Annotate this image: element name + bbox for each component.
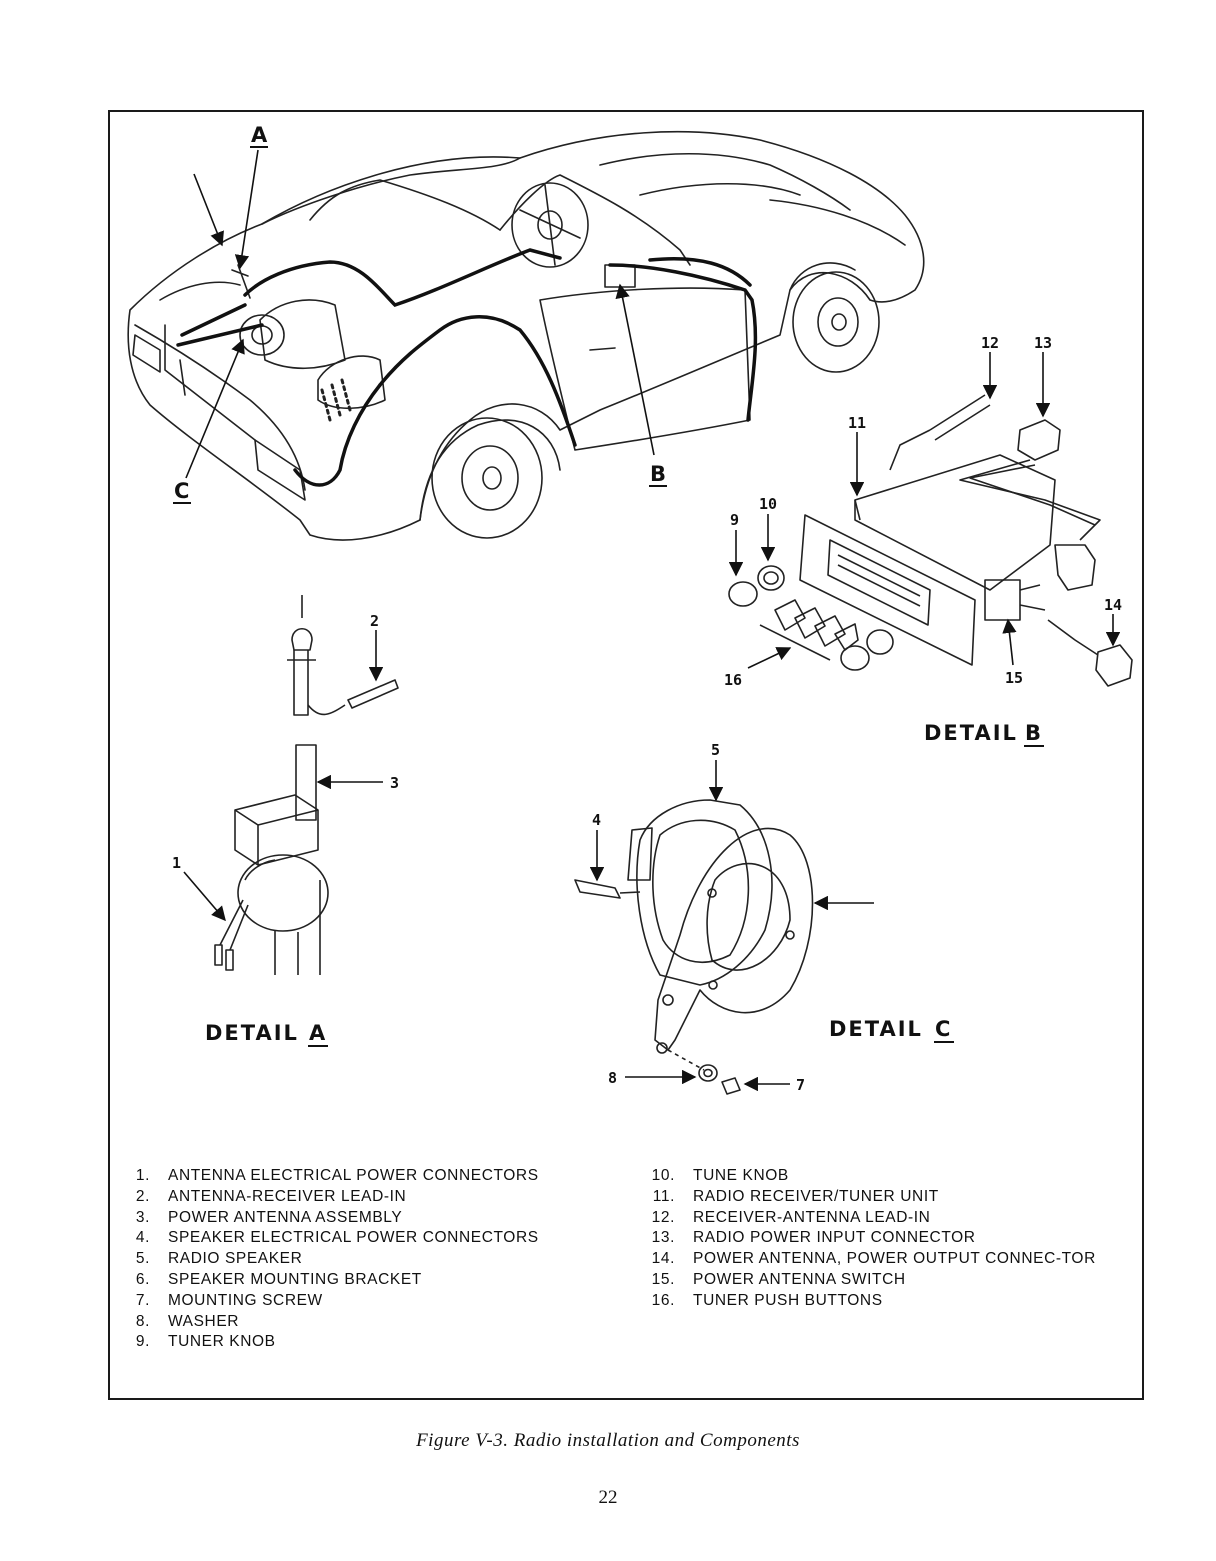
legend-item-text: ANTENNA-RECEIVER LEAD-IN — [168, 1187, 407, 1205]
legend-item-number: 8. — [135, 1312, 150, 1330]
detail-b-title: DETAIL — [924, 721, 1018, 745]
legend-item: 14. POWER ANTENNA, POWER OUTPUT CONNEC-TO… — [650, 1249, 1133, 1270]
legend-item: 12. RECEIVER-ANTENNA LEAD-IN — [650, 1208, 1133, 1229]
figure-frame — [108, 110, 1144, 1400]
wiring-harness — [176, 248, 758, 487]
legend-item-text: TUNER KNOB — [168, 1333, 276, 1351]
legend-item-number: 4. — [135, 1229, 150, 1247]
callout-16: 16 — [724, 671, 742, 689]
legend-item-number: 7. — [135, 1291, 150, 1309]
callout-letter-b: B — [650, 462, 666, 486]
legend-item-text: POWER ANTENNA SWITCH — [693, 1270, 906, 1288]
car-callouts — [185, 149, 655, 479]
legend-item-number: 1. — [135, 1167, 150, 1184]
legend-item: 15. POWER ANTENNA SWITCH — [650, 1270, 1133, 1291]
legend-item: 16. TUNER PUSH BUTTONS — [650, 1291, 1133, 1312]
legend-item-number: 3. — [135, 1208, 150, 1226]
figure-caption: Figure V-3. Radio installation and Compo… — [416, 1430, 800, 1451]
callout-3: 3 — [390, 774, 399, 792]
legend-item-number: 14. — [651, 1250, 675, 1268]
legend-item: 2. ANTENNA-RECEIVER LEAD-IN — [130, 1187, 539, 1208]
callout-9: 9 — [730, 511, 739, 529]
callout-2: 2 — [370, 612, 379, 630]
legend-item-number: 15. — [651, 1270, 675, 1288]
legend-item-text: TUNE KNOB — [693, 1167, 789, 1184]
speaker-callouts — [589, 760, 874, 1092]
callout-1: 1 — [172, 854, 181, 872]
detail-a-letter: A — [309, 1021, 327, 1045]
callout-13: 13 — [1034, 334, 1052, 352]
legend-item: 3. POWER ANTENNA ASSEMBLY — [130, 1208, 539, 1229]
callout-letter-a: A — [251, 123, 268, 147]
legend-item-number: 6. — [135, 1270, 150, 1288]
legend-item: 1. ANTENNA ELECTRICAL POWER CONNECTORS — [130, 1166, 539, 1187]
legend-item: 5. RADIO SPEAKER — [130, 1249, 539, 1270]
legend-left-column: 1. ANTENNA ELECTRICAL POWER CONNECTORS 2. A… — [130, 1166, 539, 1353]
detail-c-letter: C — [935, 1017, 952, 1041]
legend-item: 4. SPEAKER ELECTRICAL POWER CONNECTORS — [130, 1228, 539, 1249]
legend-item-number: 16. — [651, 1291, 675, 1309]
legend-item-text: RADIO RECEIVER/TUNER UNIT — [693, 1187, 939, 1205]
detail-b-letter: B — [1025, 721, 1043, 745]
legend-item-number: 5. — [135, 1250, 150, 1268]
detail-c-title: DETAIL — [829, 1017, 923, 1041]
legend-item-number: 2. — [135, 1187, 150, 1205]
callout-7: 7 — [796, 1076, 805, 1094]
legend-item: 6. SPEAKER MOUNTING BRACKET — [130, 1270, 539, 1291]
legend-item-text: SPEAKER MOUNTING BRACKET — [168, 1270, 422, 1288]
legend-item-text: RADIO SPEAKER — [168, 1250, 303, 1268]
legend-item-text: RADIO POWER INPUT CONNECTOR — [693, 1229, 976, 1247]
legend-item: 8. WASHER — [130, 1312, 539, 1333]
legend-item: 11. RADIO RECEIVER/TUNER UNIT — [650, 1187, 1133, 1208]
callout-12: 12 — [981, 334, 999, 352]
callout-14: 14 — [1104, 596, 1122, 614]
legend-item-number: 10. — [651, 1167, 675, 1184]
legend-item-number: 9. — [135, 1333, 150, 1351]
legend-item: 9. TUNER KNOB — [130, 1332, 539, 1353]
legend-right-column: 10. TUNE KNOB 11. RADIO RECEIVER/TUNER UNIT… — [650, 1166, 1133, 1312]
legend-item-number: 12. — [651, 1208, 675, 1226]
callout-5: 5 — [711, 741, 720, 759]
power-antenna-illustration — [214, 595, 399, 975]
legend-item: 7. MOUNTING SCREW — [130, 1291, 539, 1312]
legend-item-text: ANTENNA ELECTRICAL POWER CONNECTORS — [168, 1167, 539, 1184]
legend-item-text: SPEAKER ELECTRICAL POWER CONNECTORS — [168, 1229, 539, 1247]
callout-11: 11 — [848, 414, 866, 432]
legend-item-text: RECEIVER-ANTENNA LEAD-IN — [693, 1208, 931, 1226]
legend-item: 10. TUNE KNOB — [650, 1166, 1133, 1187]
legend-item-text: POWER ANTENNA, POWER OUTPUT CONNEC-TOR — [693, 1250, 1096, 1268]
page-number: 22 — [598, 1487, 618, 1508]
radio-unit-illustration — [728, 394, 1133, 687]
callout-4: 4 — [592, 811, 601, 829]
speaker-illustration — [574, 799, 814, 1095]
callout-10: 10 — [759, 495, 777, 513]
legend-item: 13. RADIO POWER INPUT CONNECTOR — [650, 1228, 1133, 1249]
legend-item-text: MOUNTING SCREW — [168, 1291, 323, 1309]
radio-callouts — [728, 352, 1121, 669]
callout-letter-c: C — [174, 479, 189, 503]
legend-item-text: POWER ANTENNA ASSEMBLY — [168, 1208, 403, 1226]
legend-item-text: WASHER — [168, 1312, 240, 1330]
legend-item-number: 13. — [651, 1229, 675, 1247]
callout-15: 15 — [1005, 669, 1023, 687]
legend-item-text: TUNER PUSH BUTTONS — [693, 1291, 883, 1309]
antenna-callouts — [183, 630, 384, 922]
detail-a-title: DETAIL — [205, 1021, 299, 1045]
legend-item-number: 11. — [652, 1187, 675, 1205]
callout-8: 8 — [608, 1069, 617, 1087]
